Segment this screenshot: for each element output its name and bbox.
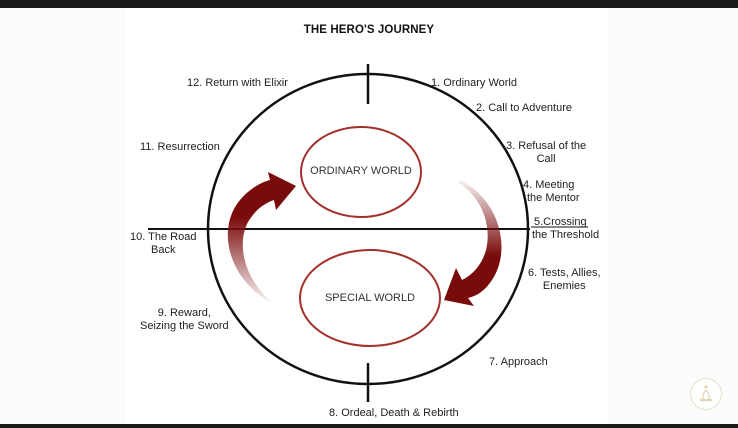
stage-10-line1: 10. The Road [130,231,197,243]
stage-11-label: 11. Resurrection [140,141,220,153]
stage-5-line1: 5.Crossing [534,216,587,228]
special-world-oval [299,249,441,347]
stage-3-label: 3. Refusal of the Call [506,140,586,166]
logo-button[interactable] [690,378,722,410]
stage-6-line2: Enemies [542,280,586,292]
top-bar [0,0,738,8]
stage-5-line2: the Threshold [532,229,600,241]
stage-5-label: 5.Crossing the Threshold [532,216,599,242]
stage-1-label: 1. Ordinary World [431,77,517,89]
stage-9-line2: Seizing the Sword [140,320,229,332]
stage-7-label: 7. Approach [489,356,548,368]
stage-8-label: 8. Ordeal, Death & Rebirth [329,407,459,419]
stage-3-line1: 3. Refusal of the [506,140,587,152]
departure-arrow [444,180,502,306]
stage-9-label: 9. Reward, Seizing the Sword [140,307,229,333]
ordinary-world-oval [300,126,422,218]
stage-6-label: 6. Tests, Allies, Enemies [528,267,601,293]
return-arrow [227,172,296,302]
stage-4-line2: the Mentor [527,192,580,204]
stage-2-label: 2. Call to Adventure [476,102,573,114]
meditation-figure-icon [699,385,713,402]
bottom-bar [0,424,738,428]
stage-4-label: 4. Meeting the Mentor [523,179,580,205]
stage-6-line1: 6. Tests, Allies, [528,267,601,279]
stage-10-line2: Back [151,244,176,256]
stage-10-label: 10. The Road Back [130,231,196,257]
stage-12-label: 12. Return with Elixir [187,77,288,89]
diagram-title: THE HERO'S JOURNEY [303,24,435,36]
special-world-label: SPECIAL WORLD [324,292,416,304]
stage-9-line1: 9. Reward, [157,307,211,319]
stage-3-line2: Call [536,153,556,165]
ordinary-world-label: ORDINARY WORLD [310,165,412,177]
stage-4-line1: 4. Meeting [523,179,575,191]
